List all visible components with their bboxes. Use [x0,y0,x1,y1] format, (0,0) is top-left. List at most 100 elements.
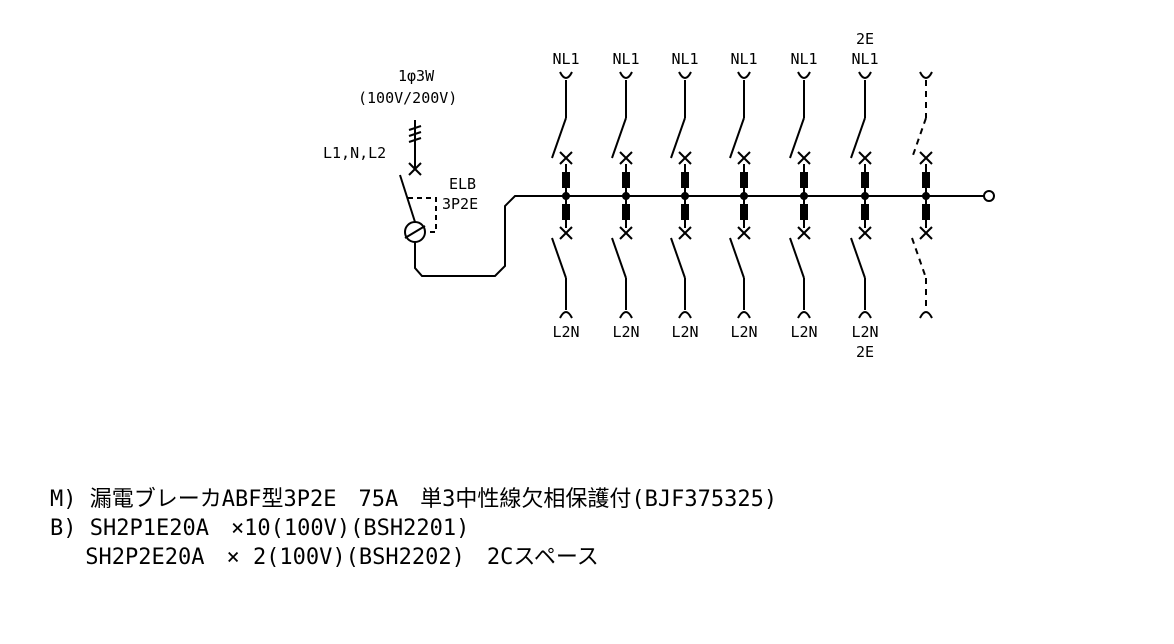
switch-blade [611,117,627,159]
branch-top-label: NL1 [612,50,639,68]
branch-breaker [850,71,872,319]
terminal-arc [919,311,933,319]
terminal-arc [559,71,573,79]
bus-node [800,192,808,200]
switch-blade [729,117,745,159]
branch-bottom-label: L2N [851,323,878,341]
switch-blade [789,117,805,159]
bus-node [740,192,748,200]
branch-bottom-label: L2N [612,323,639,341]
tap-block [922,204,930,220]
bus-node [861,192,869,200]
supply-conductors-label: L1,N,L2 [323,144,386,162]
contact-x [619,226,633,240]
parts-list-line-3: SH2P2E20A × 2(100V)(BSH2202) 2Cスペース [50,545,599,570]
contact-x [678,226,692,240]
branch-bottom-label: L2N [552,323,579,341]
wire-tick [408,137,422,143]
switch-blade [551,237,567,279]
bus-node [622,192,630,200]
contact-x [678,151,692,165]
main-breaker-type: ELB [449,175,476,193]
contact-x [797,226,811,240]
branch-breaker [729,71,751,319]
terminal-x [408,162,422,176]
bus-end-terminal [983,190,995,202]
tap-block [740,172,748,188]
bus-node [922,192,930,200]
branch-top-label: NL1 [730,50,757,68]
switch-blade [850,237,866,279]
branch-top-extra-label: 2E [856,30,874,48]
terminal-arc [678,311,692,319]
branch-top-label: NL1 [790,50,817,68]
wire-tick [408,125,422,131]
switch-blade [729,237,745,279]
tap-block [800,204,808,220]
switch-blade [911,237,927,279]
terminal-arc [737,311,751,319]
contact-x [619,151,633,165]
branch-bottom-label: L2N [790,323,817,341]
contact-x [919,151,933,165]
branch-breaker [789,71,811,319]
contact-x [559,226,573,240]
main-breaker-poles: 3P2E [442,195,478,213]
tap-block [800,172,808,188]
switch-blade [911,117,927,159]
branch-bottom-label: L2N [671,323,698,341]
branch-breaker [670,71,692,319]
supply-phase-label: 1φ3W [398,67,435,85]
bus-node [562,192,570,200]
terminal-arc [797,71,811,79]
bus-node [681,192,689,200]
contact-x [858,226,872,240]
terminal-arc [919,71,933,79]
parts-list-line-1: M) 漏電ブレーカABF型3P2E 75A 単3中性線欠相保護付(BJF3753… [50,487,777,512]
branch-bottom-label: L2N [730,323,757,341]
main-breaker-symbol [399,174,995,277]
terminal-arc [797,311,811,319]
contact-x [737,226,751,240]
contact-x [737,151,751,165]
switch-blade [670,117,686,159]
branch-bottom-extra-label: 2E [856,343,874,361]
switch-blade [850,117,866,159]
terminal-arc [858,311,872,319]
spare-branch [911,71,933,319]
branch-top-label: NL1 [671,50,698,68]
incoming-line [408,120,422,176]
tap-block [861,204,869,220]
contact-x [919,226,933,240]
tap-block [922,172,930,188]
branch-top-label: NL1 [851,50,878,68]
switch-blade [789,237,805,279]
terminal-arc [619,71,633,79]
parts-list-line-2: B) SH2P1E20A ×10(100V)(BSH2201) [50,516,469,541]
terminal-arc [559,311,573,319]
tap-block [622,172,630,188]
switch-blade [551,117,567,159]
tap-block [740,204,748,220]
wire-tick [408,131,422,137]
terminal-arc [678,71,692,79]
contact-x [797,151,811,165]
contact-x [858,151,872,165]
contact-x [559,151,573,165]
branch-breaker [611,71,633,319]
tap-block [861,172,869,188]
tap-block [681,172,689,188]
switch-blade [611,237,627,279]
terminal-arc [858,71,872,79]
branch-breaker [551,71,573,319]
switch-blade [670,237,686,279]
terminal-arc [737,71,751,79]
tap-block [562,204,570,220]
supply-voltage-label: (100V/200V) [358,89,457,107]
tap-block [622,204,630,220]
terminal-arc [619,311,633,319]
branch-top-label: NL1 [552,50,579,68]
tap-block [562,172,570,188]
